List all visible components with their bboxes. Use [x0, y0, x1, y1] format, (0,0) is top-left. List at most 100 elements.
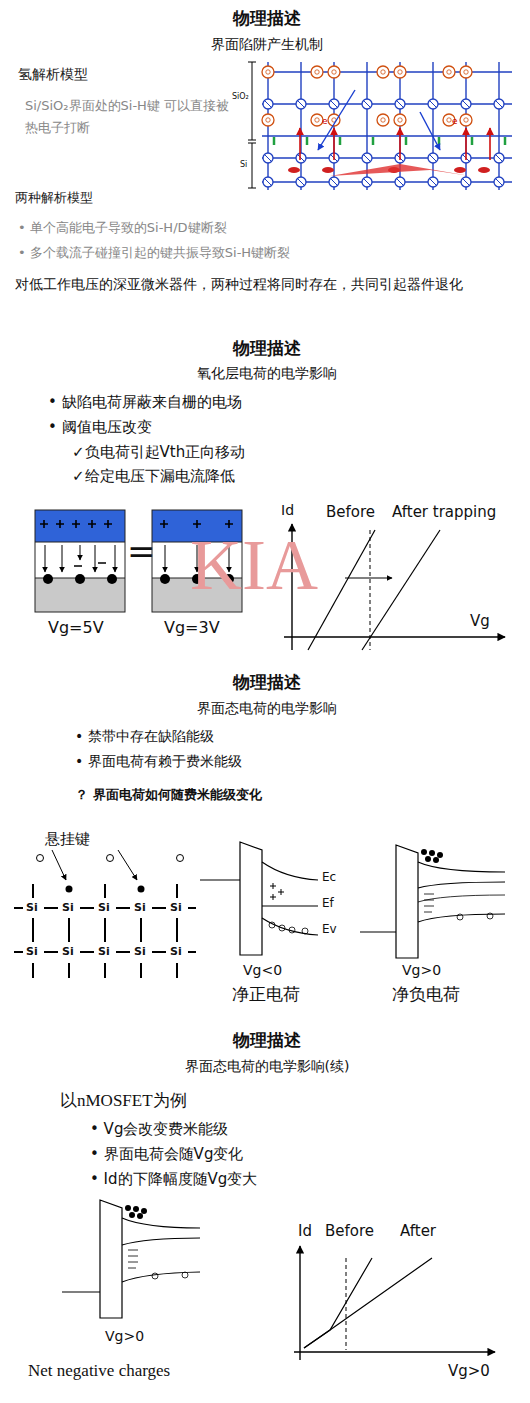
drawing-stroke	[104, 884, 106, 898]
drawing-stroke	[300, 62, 301, 190]
silicon-atom	[395, 177, 405, 187]
drawing-stroke	[298, 179, 304, 185]
drawing-stroke	[32, 963, 34, 978]
drawing-stroke	[315, 118, 319, 122]
band-diagram	[200, 842, 318, 955]
oxygen-atom	[328, 66, 340, 78]
bullet-text: • 缺陷电荷屏蔽来自栅的电场	[48, 393, 242, 412]
dangling-bond	[138, 886, 145, 893]
electron-path	[330, 164, 470, 176]
drawing-stroke	[298, 155, 304, 161]
section-subtitle: 界面态电荷的电学影响	[2, 700, 530, 718]
section-title: 物理描述	[2, 338, 530, 359]
axis-label: Id	[281, 502, 294, 520]
charge-label: Net negative charges	[28, 1360, 170, 1381]
question-text: ？ 界面电荷如何随费米能级变化	[75, 787, 262, 803]
voltage-label: Vg<0	[243, 962, 282, 980]
drawing-stroke	[152, 907, 166, 909]
voltage-label: Vg>0	[402, 962, 441, 980]
hydrogen-atom	[177, 855, 184, 862]
electron-label: e	[322, 116, 328, 127]
drawing-stroke	[496, 179, 502, 185]
bullet-text: • 阈值电压改变	[48, 418, 152, 437]
check-text: ✓给定电压下漏电流降低	[72, 467, 235, 486]
drawing-stroke	[176, 918, 178, 942]
drawing-stroke	[152, 951, 166, 953]
section-subtitle: 界面态电荷的电学影响(续)	[2, 1058, 530, 1076]
drawing-stroke	[381, 70, 385, 74]
silicon-atom	[428, 177, 438, 187]
drawing-stroke	[430, 155, 436, 161]
layer-label: Si	[240, 160, 247, 170]
electron-arrow	[333, 128, 335, 160]
drawing-stroke	[315, 70, 319, 74]
atom-label: Si	[98, 901, 110, 915]
drawing-stroke	[68, 918, 70, 942]
hydrogen-bond	[339, 137, 342, 145]
drawing-stroke	[464, 70, 468, 74]
model-heading: 氢解析模型	[18, 66, 88, 84]
id-vg-graph	[294, 1246, 495, 1360]
oxygen-atom	[377, 66, 389, 78]
drawing-stroke	[331, 179, 337, 185]
bullet-text: • Vg会改变费米能级	[90, 1120, 228, 1139]
silicon-atom	[296, 153, 306, 163]
hydrogen-bond	[471, 137, 474, 145]
drawing-stroke	[381, 118, 385, 122]
equals-sign: =	[127, 530, 156, 573]
drawing-stroke	[464, 118, 468, 122]
hydrogen-bond	[372, 137, 375, 145]
leader-arrow	[118, 850, 137, 880]
hydrogen-bond	[306, 137, 309, 145]
voltage-label: Vg>0	[105, 1328, 144, 1346]
oxygen-atom	[311, 66, 323, 78]
band-label: Ec	[322, 870, 336, 885]
silicon-atom	[263, 153, 273, 163]
drawing-stroke	[44, 951, 58, 953]
atom-label: Si	[134, 901, 146, 915]
drawing-stroke	[496, 155, 502, 161]
curve-label: After trapping	[392, 503, 496, 522]
bullet-text: • 界面电荷有赖于费米能级	[75, 753, 242, 771]
silicon-atom	[263, 99, 273, 109]
section-title: 物理描述	[2, 672, 530, 693]
bullet-text: • 单个高能电子导致的Si-H/D键断裂	[18, 220, 227, 236]
curve-label: After	[400, 1222, 436, 1241]
oxygen-atom	[262, 114, 274, 126]
section-subtitle: 界面陷阱产生机制	[2, 36, 530, 54]
drawing-stroke	[498, 62, 499, 190]
oxygen-atom	[394, 66, 406, 78]
hydrogen-bond	[438, 137, 441, 145]
drawing-stroke	[140, 963, 142, 978]
drawing-stroke	[398, 70, 402, 74]
oxygen-atom	[443, 66, 455, 78]
drawing-stroke	[398, 118, 402, 122]
oxygen-atom	[377, 114, 389, 126]
oxygen-atom	[311, 114, 323, 126]
atom-label: Si	[26, 901, 38, 915]
silicon-atom	[362, 153, 372, 163]
axis-label: Id	[298, 1222, 312, 1241]
bullet-text: • 多个载流子碰撞引起的键共振导致Si-H键断裂	[18, 245, 290, 261]
charge-label: 净正电荷	[232, 984, 300, 1005]
hydrogen-bond	[273, 137, 276, 145]
silicon-atom	[362, 99, 372, 109]
silicon-atom	[428, 99, 438, 109]
drawing-stroke	[463, 179, 469, 185]
gate-stack	[35, 510, 125, 612]
band-diagram	[360, 845, 505, 958]
atom-label: Si	[62, 901, 74, 915]
drawing-stroke	[331, 101, 337, 107]
curve-label: Before	[325, 1222, 374, 1241]
voltage-label: Vg=3V	[164, 618, 220, 638]
electron-arrow	[299, 128, 301, 160]
lattice-figure	[248, 62, 512, 190]
hot-electron	[478, 167, 490, 173]
drawing-stroke	[80, 951, 94, 953]
bullet-text: • Id的下降幅度随Vg变大	[90, 1170, 257, 1189]
drawing-stroke	[265, 155, 271, 161]
voltage-label: Vg=5V	[48, 618, 104, 638]
atom-label: Si	[170, 901, 182, 915]
drawing-stroke	[188, 907, 196, 909]
